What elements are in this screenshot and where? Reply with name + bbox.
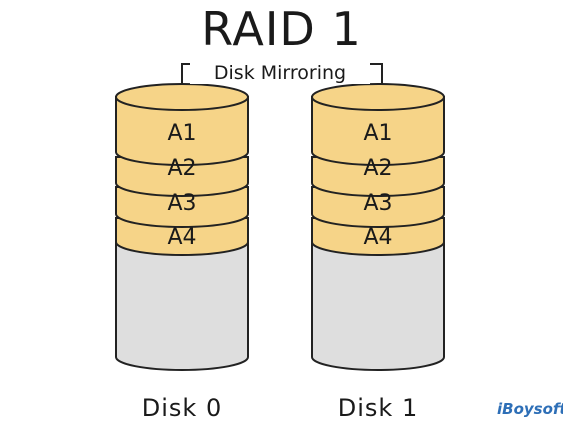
diagram-subtitle: Disk Mirroring [190, 62, 370, 84]
disk-0-block-a2 [115, 156, 249, 197]
disk-1-block-label: A4 [363, 225, 392, 250]
disk-0-label: Disk 0 [141, 394, 223, 422]
disk-1-block-a4 [311, 217, 445, 256]
diagram-title: RAID 1 [201, 2, 362, 56]
brand-logo-text: iBoysoft [497, 400, 563, 418]
disk-1-empty-body [311, 241, 445, 371]
disk-1-block-label: A3 [363, 191, 392, 216]
disk-1-block-label: A1 [363, 121, 392, 146]
disk-0-cylinder: A1 A2 A3 A4 [115, 83, 249, 371]
disk-0-block-a1 [115, 96, 249, 166]
disk-0-block-label: A1 [167, 121, 196, 146]
disk-1-block-label: A2 [363, 156, 392, 181]
disk-1-block-a1 [311, 96, 445, 166]
disk-1-label: Disk 1 [337, 394, 419, 422]
disk-1-cylinder: A1 A2 A3 A4 [311, 83, 445, 371]
disk-0-block-a3 [115, 186, 249, 228]
disk-0-empty-body [115, 241, 249, 371]
disk-0-block-a4 [115, 217, 249, 256]
disk-0-block-label: A3 [167, 191, 196, 216]
disk-1-block-a2 [311, 156, 445, 197]
disk-0-top [115, 83, 249, 111]
disk-1-top [311, 83, 445, 111]
disk-0-block-label: A4 [167, 225, 196, 250]
disk-1-block-a3 [311, 186, 445, 228]
disk-0-block-label: A2 [167, 156, 196, 181]
